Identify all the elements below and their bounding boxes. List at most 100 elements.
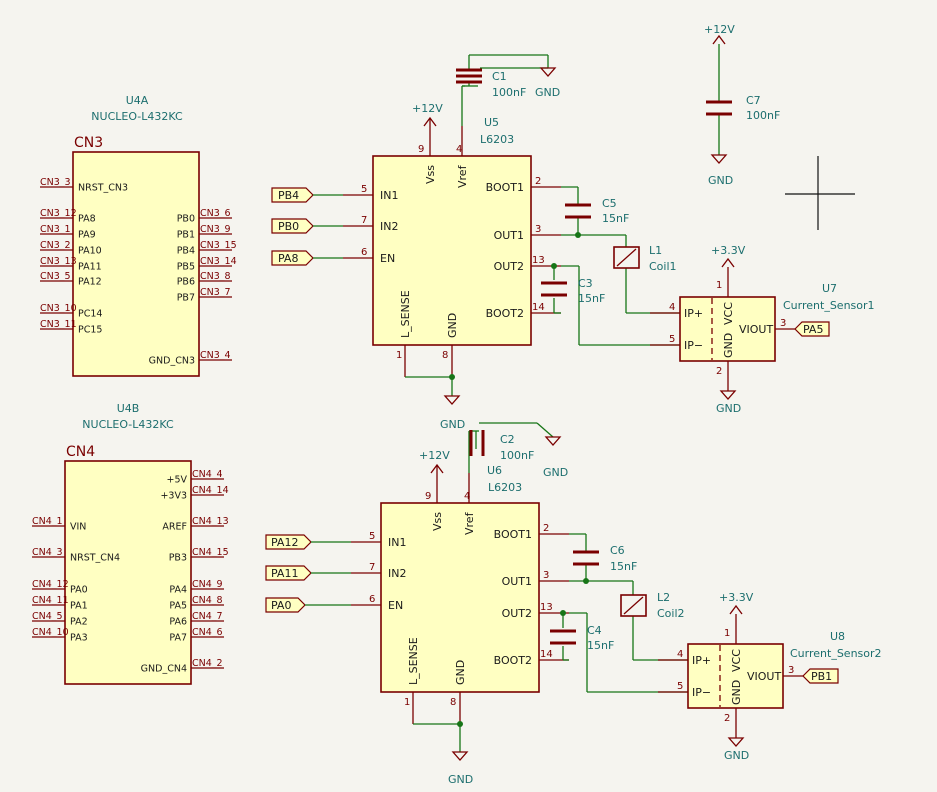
u4b-header: CN4 <box>66 444 95 460</box>
u8-pin-ipp: IP+ <box>692 654 711 667</box>
c1-ref: C1 <box>492 70 507 83</box>
capacitor-c2[interactable]: C2 100nF GND <box>469 430 568 479</box>
label-pa11-text: PA11 <box>271 567 298 580</box>
u4b-ref: U4B <box>117 402 140 415</box>
coil-l1[interactable]: L1 Coil1 <box>613 244 677 273</box>
pin-net-label: CN4_10 <box>32 627 69 638</box>
c2-value: 100nF <box>500 449 534 462</box>
label-pa8[interactable]: PA8 <box>271 250 314 266</box>
u6-pin-gnd: GND <box>454 660 467 685</box>
u4b-value: NUCLEO-L432KC <box>82 418 174 431</box>
wires-driver1 <box>313 67 680 396</box>
l1-value: Coil1 <box>649 260 677 273</box>
pin-net-label: CN3_13 <box>40 256 77 267</box>
coil-l2[interactable]: L2 Coil2 <box>620 591 685 620</box>
label-pa0[interactable]: PA0 <box>265 597 306 613</box>
u5-pin-in1: IN1 <box>380 189 398 202</box>
u8-num-ipm: 5 <box>677 681 683 692</box>
u4b-body[interactable] <box>64 460 192 685</box>
capacitor-c6[interactable]: C6 15nF <box>573 544 637 573</box>
capacitor-c4[interactable]: C4 15nF <box>550 624 614 652</box>
pin-name: PA2 <box>70 617 88 628</box>
pin-net-label: CN4_2 <box>192 658 223 669</box>
capacitor-c3[interactable]: C3 15nF <box>541 277 605 305</box>
pin-net-label: CN3_7 <box>200 287 231 298</box>
label-pb0[interactable]: PB0 <box>271 218 314 234</box>
u5-pin-lsense: L_SENSE <box>399 290 412 338</box>
label-pb1-text: PB1 <box>811 670 832 683</box>
label-pa11[interactable]: PA11 <box>265 565 312 581</box>
label-pa12[interactable]: PA12 <box>265 534 312 550</box>
label-pb4-text: PB4 <box>278 189 299 202</box>
pin-net-label: CN3_15 <box>200 240 237 251</box>
c5-value: 15nF <box>602 212 629 225</box>
capacitor-c5[interactable]: C5 15nF <box>565 197 629 225</box>
u7-v33-text: +3.3V <box>711 244 746 257</box>
c4-value: 15nF <box>587 639 614 652</box>
u7-pin-vcc: VCC <box>722 302 735 325</box>
pin-net-label: CN4_7 <box>192 611 223 622</box>
u4a-body[interactable] <box>72 151 200 377</box>
u6-pin-vss: Vss <box>431 512 444 531</box>
u8-pin-gnd: GND <box>730 680 743 705</box>
u5-pin-boot1: BOOT1 <box>486 181 524 194</box>
capacitor-c1[interactable]: C1 100nF GND <box>456 54 560 99</box>
label-pb1[interactable]: PB1 <box>802 668 839 684</box>
capacitor-c7[interactable]: +12V C7 100nF GND <box>704 23 780 187</box>
u7-num-vcc: 1 <box>716 280 722 291</box>
pin-net-label: CN4_8 <box>192 595 223 606</box>
c7-gnd-text: GND <box>708 174 733 187</box>
u6-body[interactable] <box>380 502 540 693</box>
pin-+3v3[interactable]: CN4_14+3V3 <box>160 485 228 502</box>
pin-net-label: CN3_3 <box>40 177 71 188</box>
u6-num-vss: 9 <box>425 491 431 502</box>
u8-num-vcc: 1 <box>724 628 730 639</box>
pin-+5v[interactable]: CN4_4+5V <box>166 469 224 486</box>
u5-pin-gnd: GND <box>446 313 459 338</box>
label-pa5[interactable]: PA5 <box>794 321 830 337</box>
label-pa8-text: PA8 <box>278 252 298 265</box>
u7-num-ipm: 5 <box>669 334 675 345</box>
pin-name: PA6 <box>169 617 187 628</box>
u5-num-vss: 9 <box>418 144 424 155</box>
c3-ref: C3 <box>578 277 593 290</box>
u7-gnd-text: GND <box>716 402 741 415</box>
u6-pin-out1: OUT1 <box>502 575 532 588</box>
l2-value: Coil2 <box>657 607 685 620</box>
power-12v-u5: +12V <box>412 102 443 127</box>
u5-num-gnd: 8 <box>442 350 448 361</box>
u5-body[interactable] <box>372 155 532 346</box>
label-pb4[interactable]: PB4 <box>271 187 314 203</box>
u6-value: L6203 <box>488 481 522 494</box>
u8-pin-vcc: VCC <box>730 649 743 672</box>
u7-body[interactable] <box>679 296 776 362</box>
